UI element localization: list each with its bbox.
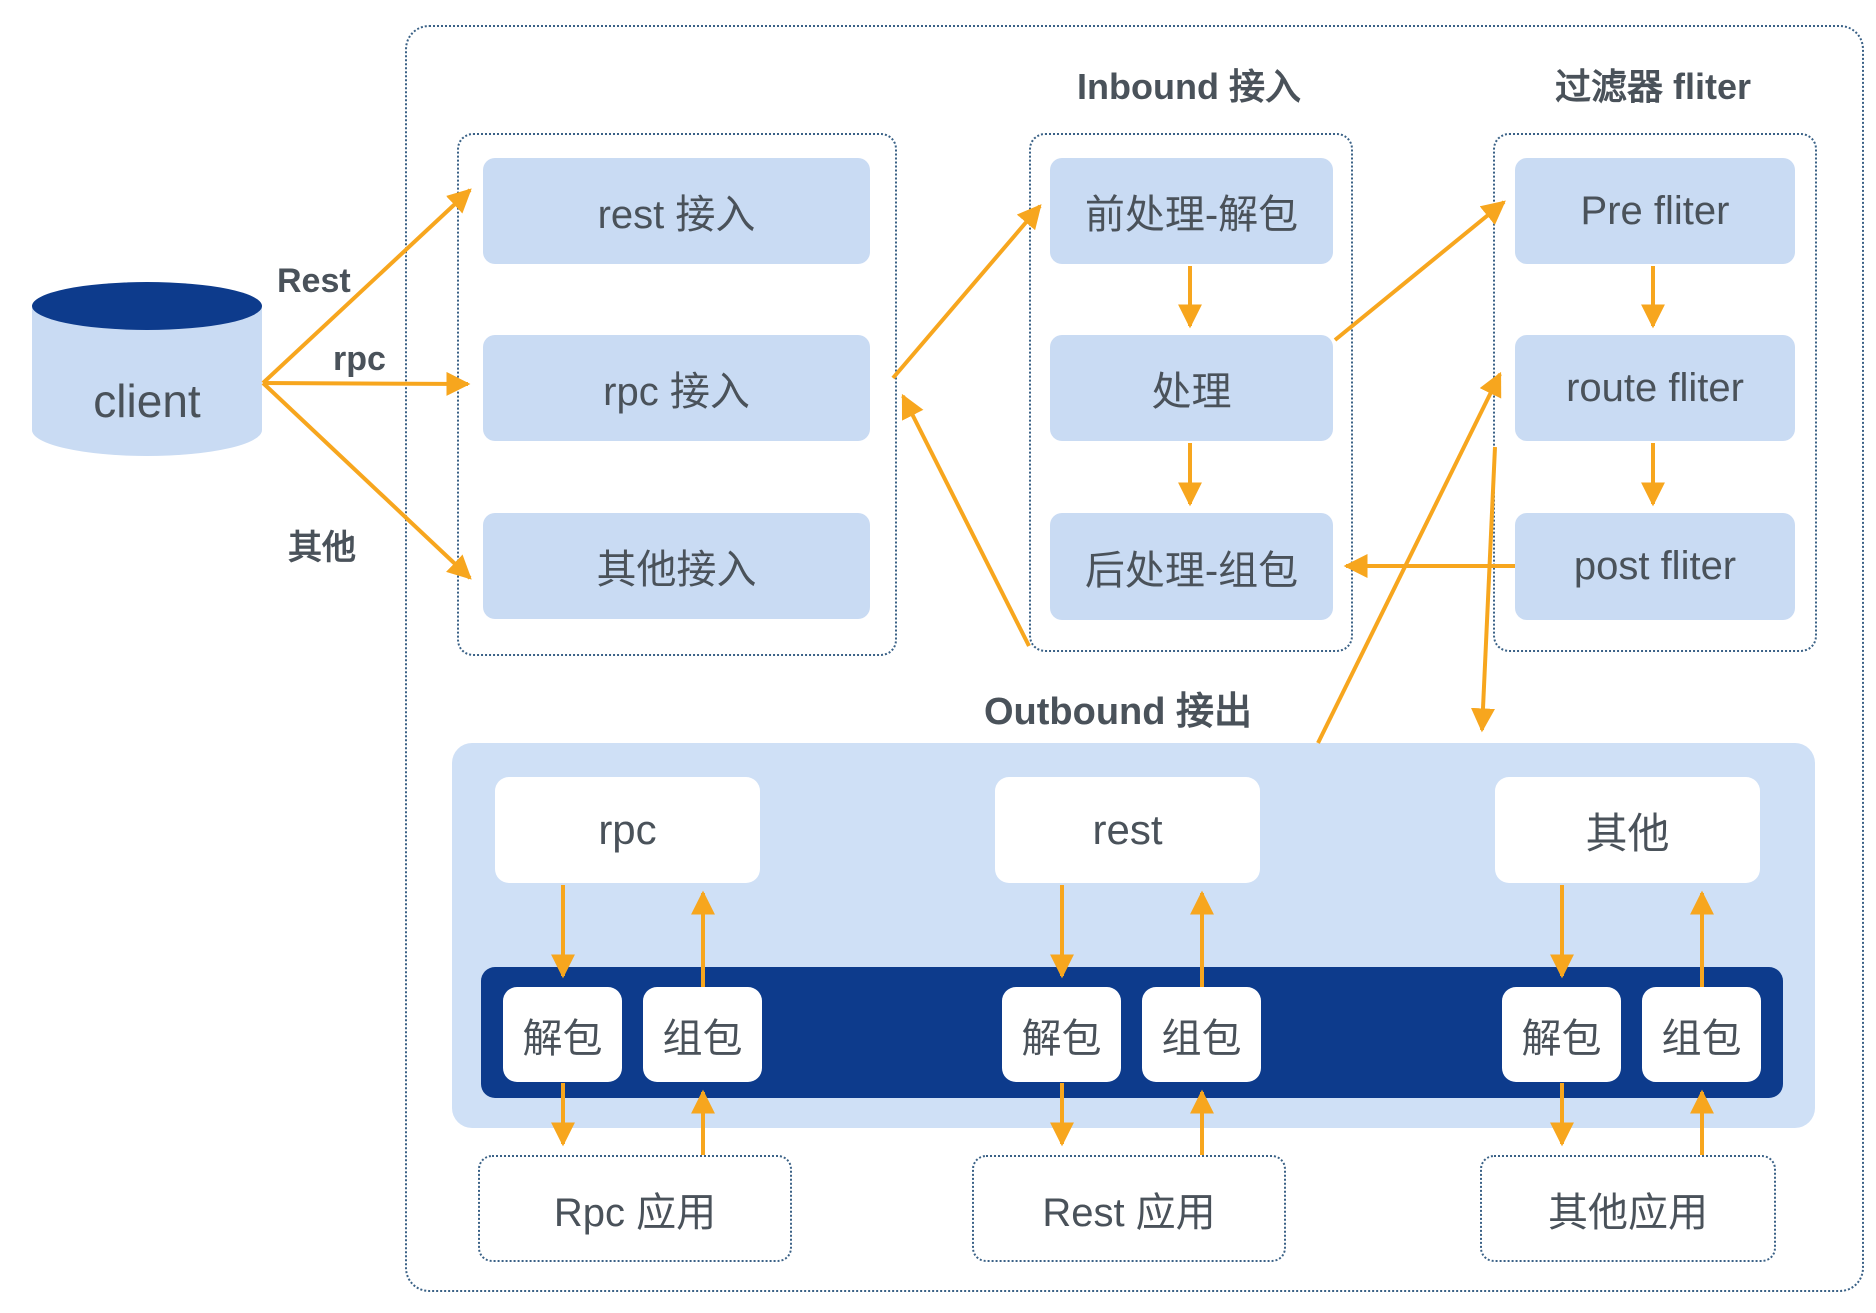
client-cylinder-top [32, 282, 262, 330]
node-filter-post: post fliter [1515, 513, 1795, 620]
outbound-title: Outbound 接出 [983, 691, 1253, 733]
node-outbound-rpc: rpc [495, 777, 760, 883]
edge-label-rpc: rpc [333, 340, 386, 378]
node-other-pack: 组包 [1642, 987, 1761, 1082]
node-filter-pre: Pre fliter [1515, 158, 1795, 264]
edge-label-other: 其他 [288, 529, 356, 567]
node-rpc-access: rpc 接入 [483, 335, 870, 441]
filter-title: 过滤器 fliter [1554, 66, 1751, 107]
node-rpc-app: Rpc 应用 [478, 1155, 792, 1262]
outer-dashed-container [405, 25, 1864, 1292]
node-rest-app: Rest 应用 [972, 1155, 1286, 1262]
edge-label-rest: Rest [277, 262, 351, 300]
node-rest-access: rest 接入 [483, 158, 870, 264]
client-label: client [93, 375, 201, 427]
node-rpc-pack: 组包 [643, 987, 762, 1082]
node-filter-route: route fliter [1515, 335, 1795, 441]
node-other-access: 其他接入 [483, 513, 870, 619]
node-rest-pack: 组包 [1142, 987, 1261, 1082]
node-outbound-rest: rest [995, 777, 1260, 883]
node-other-app: 其他应用 [1480, 1155, 1776, 1262]
node-rest-unpack: 解包 [1002, 987, 1121, 1082]
node-inbound-process: 处理 [1050, 335, 1333, 441]
client-cylinder-body [32, 306, 262, 456]
node-inbound-pre: 前处理-解包 [1050, 158, 1333, 264]
inbound-title: Inbound 接入 [1077, 66, 1301, 107]
node-rpc-unpack: 解包 [503, 987, 622, 1082]
node-other-unpack: 解包 [1502, 987, 1621, 1082]
node-inbound-post: 后处理-组包 [1050, 513, 1333, 620]
node-outbound-other: 其他 [1495, 777, 1760, 883]
